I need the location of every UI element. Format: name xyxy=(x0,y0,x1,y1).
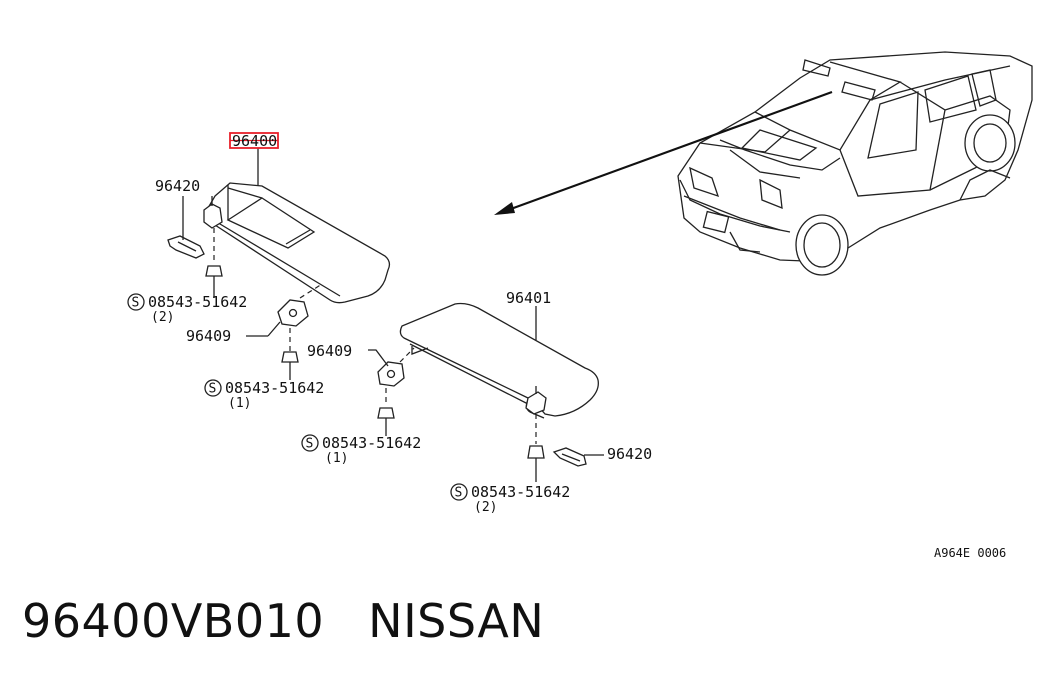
screw-symbol: S xyxy=(132,296,140,311)
svg-text:(2): (2) xyxy=(474,500,497,515)
brand-name: NISSAN xyxy=(368,594,545,648)
screw-symbol: S xyxy=(306,437,314,452)
visor-hook-right xyxy=(552,447,604,467)
svg-text:(1): (1) xyxy=(325,451,348,466)
label-visor-right[interactable]: 96401 xyxy=(506,289,551,307)
screw-1 xyxy=(205,265,223,294)
label-screw-4[interactable]: S 08543-51642 (2) xyxy=(450,483,570,515)
svg-text:(1): (1) xyxy=(228,396,251,411)
svg-text:08543-51642: 08543-51642 xyxy=(471,483,570,501)
sun-visor-left xyxy=(207,182,391,304)
svg-text:(2): (2) xyxy=(151,310,174,325)
sun-visor-right xyxy=(399,302,599,419)
label-hook-right[interactable]: 96420 xyxy=(607,445,652,463)
label-hook-left[interactable]: 96420 xyxy=(155,177,200,195)
screw-2 xyxy=(281,351,299,380)
label-holder-left[interactable]: 96409 xyxy=(186,327,231,345)
visor-pivot-right xyxy=(525,386,547,444)
part-number: 96400VB010 xyxy=(22,594,325,648)
label-screw-3[interactable]: S 08543-51642 (1) xyxy=(301,434,421,466)
screw-3 xyxy=(377,407,395,436)
screw-4 xyxy=(527,445,545,482)
visor-hook-left xyxy=(167,235,205,259)
visor-holder-left xyxy=(246,283,323,354)
vehicle-illustration xyxy=(677,51,1033,276)
svg-text:08543-51642: 08543-51642 xyxy=(322,434,421,452)
label-screw-2[interactable]: S 08543-51642 (1) xyxy=(204,379,324,411)
screw-symbol: S xyxy=(455,486,463,501)
svg-text:08543-51642: 08543-51642 xyxy=(148,293,247,311)
label-visor-left[interactable]: 96400 xyxy=(232,132,277,150)
location-arrow xyxy=(494,90,833,215)
screw-symbol: S xyxy=(209,382,217,397)
visor-pivot-left xyxy=(203,196,223,262)
label-screw-1[interactable]: S 08543-51642 (2) xyxy=(127,293,247,325)
label-holder-right[interactable]: 96409 xyxy=(307,342,352,360)
svg-text:08543-51642: 08543-51642 xyxy=(225,379,324,397)
part-caption: 96400VB010 NISSAN xyxy=(22,594,544,648)
drawing-code: A964E 0006 xyxy=(934,546,1006,560)
visor-holder-right xyxy=(368,347,415,406)
